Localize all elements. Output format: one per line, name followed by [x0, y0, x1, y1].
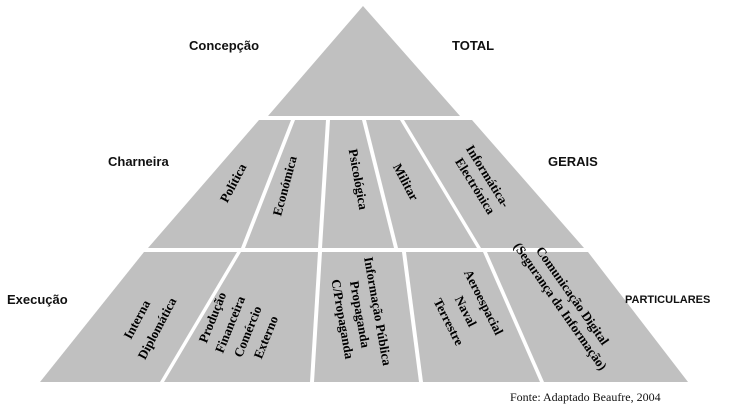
cell-middle-4: [366, 120, 477, 248]
cell-middle-3: [322, 120, 394, 248]
side-label-gerais: GERAIS: [548, 154, 598, 169]
cell-bottom-2: [164, 252, 318, 382]
side-label-total: TOTAL: [452, 38, 495, 53]
label-bottom-2: Produção Financeira Comércio Externo: [194, 284, 284, 370]
cell-bottom-5: [487, 252, 688, 382]
source-caption: Fonte: Adaptado Beaufre, 2004: [510, 390, 661, 404]
cell-middle-1: [148, 120, 291, 248]
cell-bottom-3: [314, 252, 419, 382]
side-label-particulares: PARTICULARES: [625, 294, 711, 306]
cell-middle-2: [245, 120, 326, 248]
side-label-charneira: Charneira: [108, 154, 169, 169]
side-label-execucao: Execução: [7, 292, 68, 307]
tier-top: [268, 6, 460, 116]
cell-bottom-4: [406, 252, 540, 382]
side-label-concepcao: Concepção: [189, 38, 260, 53]
cell-bottom-1: [40, 252, 237, 382]
cell-middle-5: [404, 120, 584, 248]
